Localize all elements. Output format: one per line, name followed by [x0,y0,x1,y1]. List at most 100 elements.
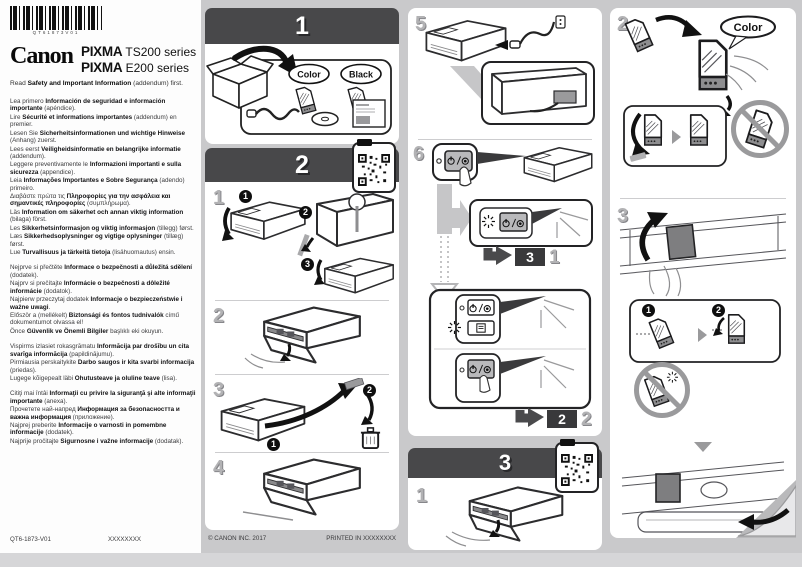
cartridge-icon [624,16,654,53]
section-2-number: 2 [295,151,309,179]
roller [700,481,728,499]
page-edge [0,553,802,567]
language-line: Lue Turvallisuus ja tärkeitä tietoja (li… [10,249,176,257]
click-in-inset [629,299,781,363]
printer-open-icon [263,306,361,364]
power-cord-icon [255,107,300,121]
qr-badge [352,139,396,193]
open-cover-illustration [445,486,564,547]
printer-open-icon [263,458,361,516]
section-3-number: 3 [498,450,512,475]
result-triangle [694,442,712,452]
language-line: Les Sikkerhetsinformasjon og viktig info… [10,224,194,232]
color-cartridge-label: Color [297,70,321,80]
section-2-panel: 2 1 1 2 3 2 3 1 2 [205,139,399,530]
hand-outline [445,531,491,547]
barcode: QT61873V01 [10,6,106,38]
step-1-number: 1 [416,485,428,507]
unboxing-illustration: Color Black [206,45,392,135]
language-notes: Lea primero Información de seguridad e i… [10,98,198,446]
cartridge-install-panel: 2 Color 3 1 2 [610,8,796,538]
qr-code [561,454,593,486]
language-line: Najpierw przeczytaj dodatek Informacje o… [10,296,183,311]
step-divider [215,300,389,301]
substep-3-marker: 3 [301,258,314,271]
language-line: Lees eerst Veiligheidsinformatie en bela… [10,145,181,160]
carriage-rail [621,461,785,515]
page-turn-corner [736,480,796,538]
language-line: Pirmiausia perskaitykite Darbo saugos ir… [10,359,195,374]
do-not-touch-contacts-sign [731,100,789,158]
goto-section-badge: 2 [547,410,577,428]
step-1-number: 1 [213,187,225,209]
product-line: PIXMA E200 series [81,60,189,75]
step-6-number: 6 [413,143,425,165]
cartridge-in-carriage [665,223,697,261]
printer-corner-sketch [540,299,575,329]
next-triangle [698,328,707,342]
power-plug-icon [246,109,257,118]
black-cartridge-label: Black [349,70,374,80]
language-line: Leggere preventivamente le Informazioni … [10,161,182,176]
printer-back-icon [491,67,587,115]
printer-corner-sketch [556,211,589,238]
power-on-illustration [428,143,593,427]
language-line: Önce Güvenlik ve Önemli Bilgiler başlıkl… [10,327,164,335]
goto-step-number: 2 [581,409,592,430]
flow-arrow-right [452,200,472,236]
cover-footer: QT6-1873-V01 XXXXXXXX [10,536,195,543]
manual-icon [352,99,386,128]
substep-2-marker: 2 [299,206,312,219]
step-2-number: 2 [617,13,629,35]
power-connector [553,90,577,104]
setup-cd-icon [311,111,339,127]
barcode-bars [10,6,102,30]
turn-page-arrow-icon [751,508,790,525]
language-line: Lugege kõigepealt läbi Ohutusteave ja ol… [10,374,177,382]
box-icon [206,55,274,109]
cartridge-impact-icon [644,371,678,408]
hand-outline [725,55,769,91]
step-divider [215,452,389,453]
language-line: Najprije pročitajte Sigurnosne i važne i… [10,437,184,445]
doc-code: QT6-1873-V01 [10,536,51,543]
hand-outline [648,265,682,297]
print-footer: © CANON INC. 2017 PRINTED IN XXXXXXXX [208,535,396,542]
paper-sheet [242,511,294,521]
language-line: Először a (mellékelt) Biztonsági és font… [10,311,180,327]
do-not-force-sign [634,362,690,418]
goto-step-number: 1 [549,247,560,268]
step-3-number: 3 [617,205,629,227]
printer-corner-sketch [540,359,575,389]
goto-arrow [496,246,512,265]
open-front-cover-illustration [244,306,361,369]
color-cartridge-icon [698,39,728,91]
qr-badge [555,439,599,493]
step-divider [620,198,786,199]
printer-icon [523,146,593,183]
goto-section-badge: 3 [515,248,545,266]
printed-in: PRINTED IN XXXXXXXX [326,535,396,542]
connect-power-cord-illustration [425,15,595,125]
section-1-header: 1 [205,8,399,44]
tape-strip [297,233,310,257]
step-divider [418,139,592,140]
language-line: Leia Informações Importantes e Sobre Seg… [10,177,185,192]
close-cover-illustration [242,458,361,521]
step-4-number: 4 [213,457,225,479]
tape-strip [344,378,365,391]
language-line: Najprv si prečítajte Informácie o bezpeč… [10,280,170,295]
cartridge-icon [727,314,746,344]
language-line: Najprej preberite Informacije o varnosti… [10,422,167,437]
next-triangle [672,130,681,144]
hand-outline [244,353,286,369]
cartridge-icon [745,109,775,149]
flow-band [437,184,452,234]
language-line: Lire Sécurité et informations importante… [10,113,177,129]
substep-1-marker: 1 [239,190,252,203]
printer-icon [230,201,306,240]
trash-bin-icon [359,426,382,450]
